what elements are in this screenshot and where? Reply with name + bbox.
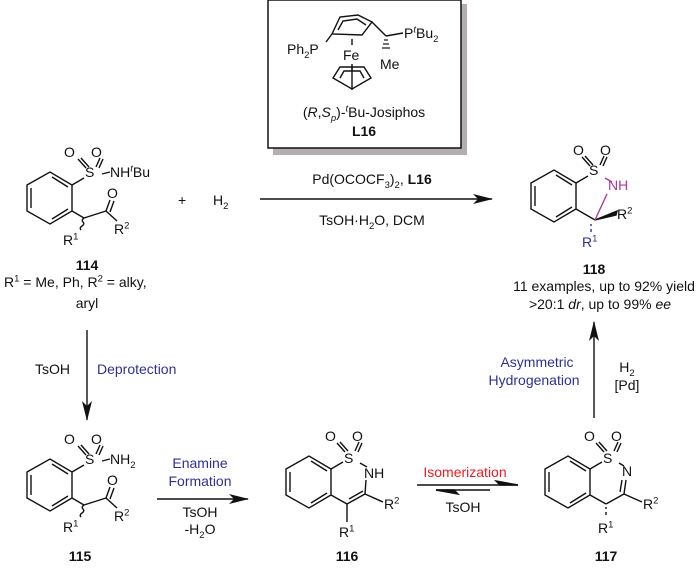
wavy-r1-bond bbox=[79, 217, 85, 231]
enamine-label-line2: Formation bbox=[168, 473, 232, 489]
compound-id-116: 116 bbox=[335, 548, 359, 564]
deprotection-label: Deprotection bbox=[97, 361, 177, 377]
fe-label: Fe bbox=[343, 47, 360, 63]
ph2p-label: Ph2P bbox=[287, 41, 319, 61]
o-label: O bbox=[64, 431, 75, 447]
ligand-id: L16 bbox=[351, 123, 377, 139]
nhtbu-label: NHtBu bbox=[110, 163, 150, 180]
o-label: O bbox=[64, 144, 75, 160]
o-label: O bbox=[325, 428, 336, 444]
r1-label: R1 bbox=[63, 231, 79, 248]
ferrocene-structure bbox=[325, 14, 404, 90]
r1-label: R1 bbox=[582, 233, 598, 250]
deprotection-reagent: TsOH bbox=[35, 361, 70, 377]
wedge-bond bbox=[594, 209, 619, 221]
enamine-reagent1: TsOH bbox=[182, 504, 218, 520]
s-label: S bbox=[603, 450, 613, 466]
r1-label: R1 bbox=[63, 518, 79, 535]
ketone-o-label: O bbox=[107, 472, 118, 488]
r2-label: R2 bbox=[114, 220, 130, 237]
r2-label: R2 bbox=[384, 495, 400, 512]
compound-id-117: 117 bbox=[594, 548, 618, 564]
nh-label: NH bbox=[608, 177, 629, 193]
r1-label: R1 bbox=[339, 523, 355, 540]
s-nh-bond bbox=[604, 177, 613, 183]
n-label: N bbox=[622, 463, 633, 479]
co-double-bond-a bbox=[105, 199, 111, 212]
compound-115-bonds bbox=[26, 444, 118, 518]
s-n-bond bbox=[101, 171, 111, 175]
nh2-label: NH2 bbox=[110, 451, 136, 471]
result-summary-line2: >20:1 dr, up to 99% ee bbox=[528, 296, 672, 312]
r1-label: R1 bbox=[598, 519, 614, 536]
ch-to-co-bond bbox=[83, 210, 107, 219]
top-cp-inner bbox=[337, 18, 367, 31]
ligand-name: (R,Sp)-tBu-Josiphos bbox=[302, 103, 426, 124]
r2-label: R2 bbox=[643, 495, 659, 512]
compound-117-bonds bbox=[544, 441, 643, 515]
compound-118-bonds bbox=[530, 155, 619, 223]
r2-label: R2 bbox=[114, 507, 130, 524]
top-cp-ring bbox=[330, 14, 374, 36]
compound-id-115: 115 bbox=[68, 548, 92, 564]
co-double-bond-b bbox=[109, 200, 115, 213]
substituent-definitions: R1 = Me, Ph, R2 = alky, bbox=[4, 273, 147, 290]
plus-sign: + bbox=[178, 192, 187, 208]
compound-id-118: 118 bbox=[582, 261, 606, 277]
benzene-ring bbox=[26, 171, 73, 225]
hydrogenation-label-line2: Hydrogenation bbox=[488, 372, 580, 388]
ptbu2-label: PtBu2 bbox=[404, 24, 439, 45]
result-summary-line1: 11 examples, up to 92% yield bbox=[513, 278, 695, 294]
o-label: O bbox=[91, 144, 102, 160]
ring-to-s-bond bbox=[71, 177, 85, 186]
ph2p-bond bbox=[325, 33, 333, 43]
o-label: O bbox=[352, 428, 363, 444]
compound-114-bonds bbox=[26, 157, 118, 231]
cp-to-chc-bond bbox=[371, 21, 387, 37]
compound-116-bonds bbox=[285, 441, 384, 522]
s-label: S bbox=[85, 451, 95, 467]
chc-to-p-bond bbox=[385, 32, 404, 37]
h2-reagent: H2 bbox=[213, 192, 229, 212]
hydrogenation-reagent: H2 bbox=[619, 359, 635, 379]
s-label: S bbox=[85, 164, 95, 180]
main-arrow-conditions-top: Pd(OCOCF3)2, L16 bbox=[312, 171, 432, 191]
r2-label: R2 bbox=[617, 205, 633, 222]
s-label: S bbox=[589, 162, 599, 178]
compound-id-114: 114 bbox=[75, 257, 99, 273]
o-label: O bbox=[611, 428, 622, 444]
substituent-definitions-line2: aryl bbox=[75, 295, 99, 311]
nh-label: NH bbox=[364, 465, 385, 481]
me-label: Me bbox=[380, 56, 400, 72]
enamine-label-line1: Enamine bbox=[172, 455, 228, 471]
isomerization-reagent: TsOH bbox=[445, 499, 481, 515]
hydrogenation-catalyst: [Pd] bbox=[614, 377, 640, 393]
hydrogenation-label-line1: Asymmetric bbox=[500, 354, 574, 370]
hashed-me-bond bbox=[382, 39, 390, 49]
nh-c-bond bbox=[594, 193, 608, 221]
s-label: S bbox=[344, 450, 354, 466]
bottom-cp-ring bbox=[332, 66, 372, 90]
o-label: O bbox=[91, 431, 102, 447]
enamine-reagent2: -H2O bbox=[184, 521, 216, 541]
isomerization-label: Isomerization bbox=[423, 464, 507, 480]
isomerization-equilibrium-arrows bbox=[417, 479, 519, 496]
o-label: O bbox=[600, 142, 611, 158]
o-label: O bbox=[573, 142, 584, 158]
o-label: O bbox=[584, 428, 595, 444]
ring-to-ch-bond bbox=[71, 210, 85, 219]
ketone-o-label: O bbox=[107, 185, 118, 201]
main-arrow-conditions-bottom: TsOH·H2O, DCM bbox=[319, 212, 425, 232]
co-to-r2-bond bbox=[105, 210, 118, 222]
